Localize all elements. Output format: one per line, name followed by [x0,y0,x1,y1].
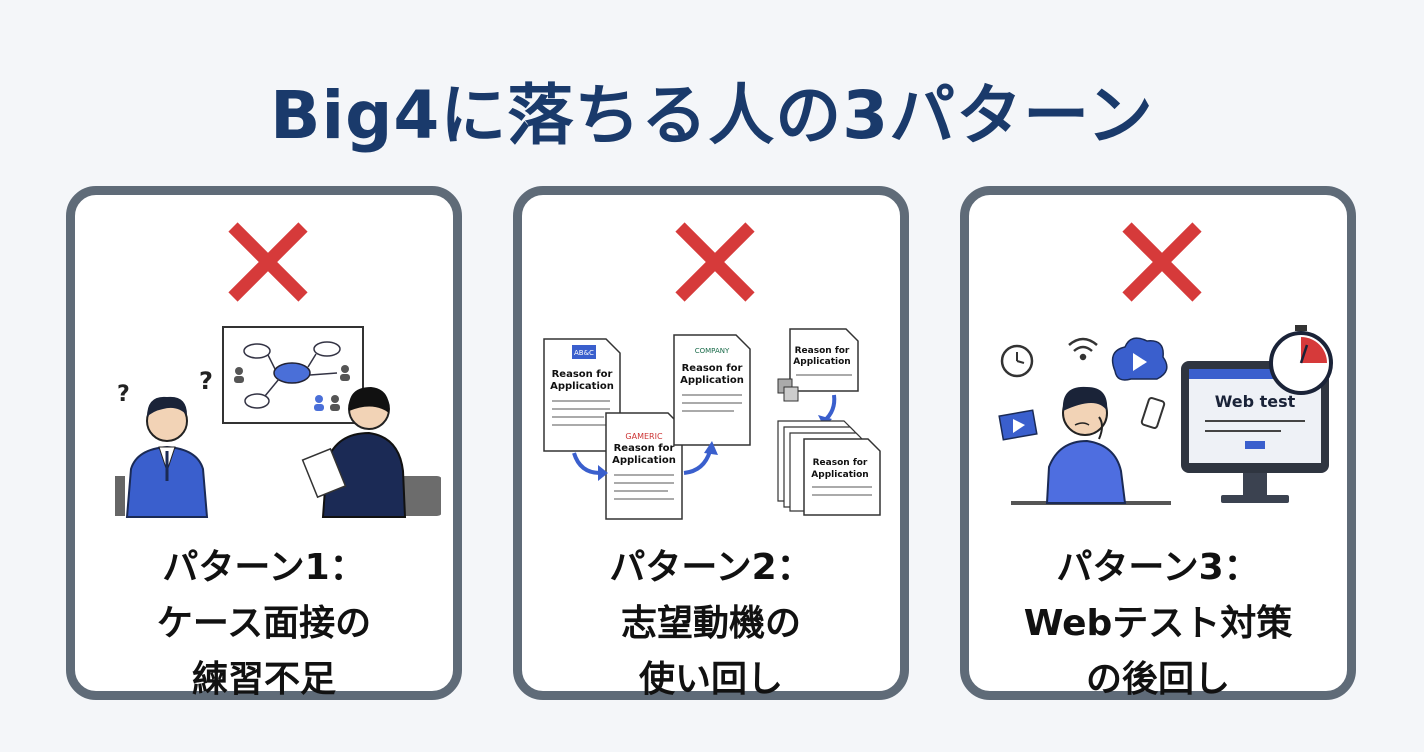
svg-text:Web test: Web test [1215,392,1296,411]
svg-text:Reason for: Reason for [614,443,675,454]
cross-mark-icon [228,222,308,302]
cross-mark-icon [1122,222,1202,302]
document-icon: AB&C Reason for Application [543,338,621,452]
svg-text:Reason for: Reason for [552,369,613,380]
reused-documents-illustration: AB&C Reason for Application GAMERIC Reas… [543,328,881,520]
stopwatch-icon [1269,325,1333,395]
pattern-caption: パターン1： ケース面接の 練習不足 [156,547,372,700]
svg-text:Application: Application [550,381,614,392]
svg-text:Application: Application [793,357,850,367]
document-stack-icon: Reason for Application Reason for Applic… [777,328,881,516]
svg-text:Application: Application [612,455,676,466]
question-mark-icon: ? [117,382,130,407]
svg-text:Application: Application [680,375,744,386]
clock-icon [1000,344,1034,378]
svg-text:Application: Application [811,470,868,480]
question-mark-icon: ? [199,367,213,395]
pattern-card-3: Web test パターン3： Webテスト対策 の後回し [960,186,1356,700]
film-icon [998,409,1038,441]
candidate-icon [115,396,209,518]
document-icon: GAMERIC Reason for Application [605,412,683,520]
cross-mark-icon [675,222,755,302]
web-test-illustration: Web test [998,325,1333,505]
mind-map-board-icon [222,326,364,424]
svg-text:AB&C: AB&C [574,349,594,357]
document-icon: COMPANY Reason for Application [673,334,751,446]
svg-text:Reason for: Reason for [682,363,743,374]
pattern-card-1: ? ? パターン1： ケース面接の 練習不足 [66,186,462,700]
person-icon [1011,386,1171,505]
interviewer-icon [301,387,441,518]
video-bubble-icon [1111,337,1168,381]
smartphone-icon [1140,396,1166,430]
case-interview-illustration: ? ? [115,326,441,518]
pattern-card-2: AB&C Reason for Application GAMERIC Reas… [513,186,909,700]
page-title: Big4に落ちる人の3パターン [270,77,1154,154]
svg-text:GAMERIC: GAMERIC [625,432,663,441]
svg-text:Reason for: Reason for [813,458,868,468]
svg-text:COMPANY: COMPANY [695,347,730,355]
wifi-icon [1068,337,1098,361]
pattern-caption: パターン2： 志望動機の 使い回し [609,547,813,700]
pattern-caption: パターン3： Webテスト対策 の後回し [1023,547,1293,700]
svg-text:Reason for: Reason for [795,346,850,356]
